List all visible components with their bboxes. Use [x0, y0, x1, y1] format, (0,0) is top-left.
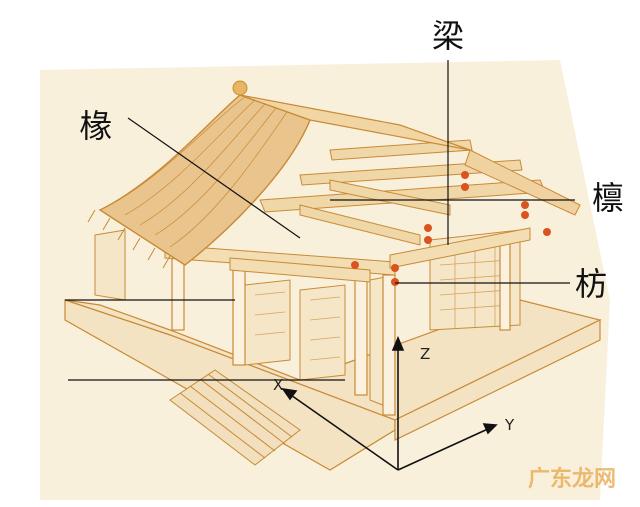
- watermark-text: 广东龙网: [527, 467, 616, 492]
- coordinate-axes: [281, 335, 498, 471]
- y-arrow-icon: [482, 423, 498, 435]
- roof-frame: [259, 139, 546, 246]
- pointer-lines: [65, 60, 575, 381]
- rafter-label: 椽: [80, 107, 113, 145]
- x-axis: [287, 392, 399, 471]
- z-axis-label: Z: [420, 345, 431, 363]
- z-arrow-icon: [391, 335, 405, 351]
- front-steps: [169, 369, 301, 466]
- y-axis-label: Y: [505, 416, 515, 434]
- x-arrow-icon: [281, 387, 298, 401]
- x-axis-label: X: [273, 376, 284, 394]
- tie-beams: [164, 227, 531, 283]
- rafter-pointer: [127, 117, 301, 239]
- y-axis: [397, 427, 491, 471]
- bracket-accents: [351, 171, 551, 286]
- tie-beam-label: 枋: [575, 265, 608, 303]
- purlin-label: 檩: [592, 179, 625, 217]
- lattice-windows: [254, 238, 511, 361]
- beam-label: 梁: [432, 17, 465, 55]
- roof: [87, 80, 581, 269]
